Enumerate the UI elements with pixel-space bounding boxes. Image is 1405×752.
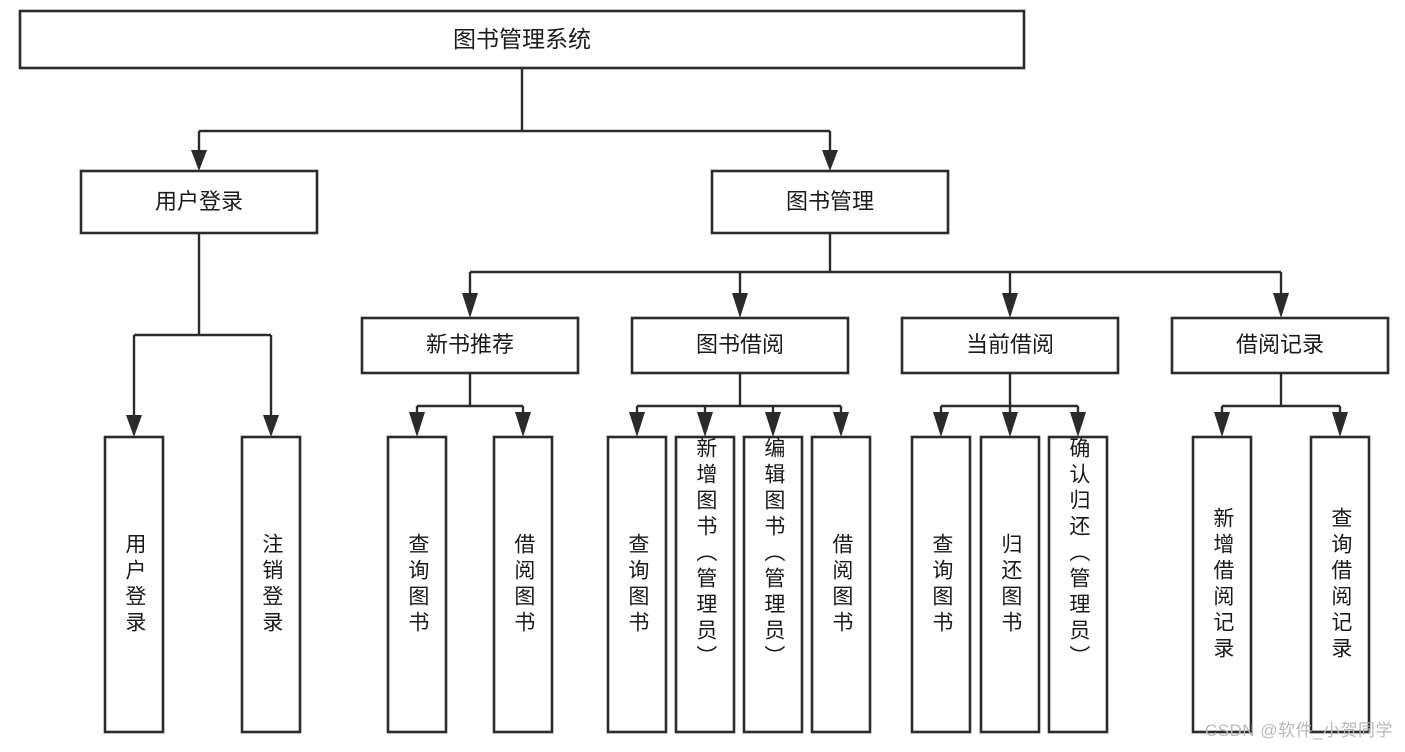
leaf-box-query-record[interactable] (1309, 435, 1371, 734)
leaf-box-add-record[interactable] (1191, 435, 1253, 734)
arrow-to-leaf-edit-book (765, 412, 781, 437)
node-new-book-recommend-label: 新书推荐 (426, 332, 514, 357)
arrow-to-records (1273, 293, 1289, 318)
arrow-to-book-mgmt (822, 150, 838, 171)
leaf-box-query-book-a[interactable] (386, 435, 448, 734)
arrow-to-user-login (191, 150, 207, 171)
connector-layer (126, 68, 1348, 437)
arrow-to-leaf-borrow-book-a (515, 412, 531, 437)
leaf-box-logout[interactable] (240, 435, 302, 734)
arrow-to-leaf-borrow-book-b (833, 412, 849, 437)
node-new-book-recommend[interactable]: 新书推荐 (360, 316, 580, 375)
arrow-to-leaf-user-login (126, 415, 142, 437)
arrow-to-leaf-add-record (1214, 412, 1230, 437)
csdn-watermark: CSDN @软件_小贺同学 (1204, 721, 1393, 740)
leaf-box-borrow-book-a[interactable] (492, 435, 554, 734)
node-book-management-label: 图书管理 (786, 189, 874, 214)
leaf-box-edit-book[interactable] (742, 435, 804, 734)
node-user-login[interactable]: 用户登录 (79, 169, 319, 235)
arrow-to-leaf-query-record (1332, 412, 1348, 437)
node-layer: 图书管理系统 用户登录 图书管理 新书推荐 图书借阅 当前 (18, 9, 1390, 734)
node-borrow-records[interactable]: 借阅记录 (1170, 316, 1390, 375)
node-book-borrow-label: 图书借阅 (696, 332, 784, 357)
leaf-box-user-login[interactable] (103, 435, 165, 734)
node-current-borrow-label: 当前借阅 (966, 332, 1054, 357)
arrow-to-leaf-confirm-return (1070, 412, 1086, 437)
node-book-borrow[interactable]: 图书借阅 (630, 316, 850, 375)
node-book-management[interactable]: 图书管理 (710, 169, 950, 235)
arrow-to-leaf-query-book-a (409, 412, 425, 437)
arrow-to-borrow (732, 293, 748, 318)
node-root-label: 图书管理系统 (453, 26, 591, 52)
node-root-book-management-system[interactable]: 图书管理系统 (18, 9, 1026, 70)
arrow-to-leaf-add-book (697, 412, 713, 437)
arrow-to-leaf-query-book-c (933, 412, 949, 437)
arrow-to-leaf-return-book (1002, 412, 1018, 437)
leaf-box-query-book-c[interactable] (910, 435, 972, 734)
arrow-to-leaf-query-book-b (629, 412, 645, 437)
leaf-box-query-book-b[interactable] (606, 435, 668, 734)
node-borrow-records-label: 借阅记录 (1236, 332, 1324, 357)
arrow-to-new-book (462, 293, 478, 318)
arrow-to-leaf-logout (263, 415, 279, 437)
leaf-box-add-book[interactable] (674, 435, 736, 734)
leaf-box-confirm-return[interactable] (1047, 435, 1109, 734)
leaf-box-borrow-book-b[interactable] (810, 435, 872, 734)
leaf-box-return-book[interactable] (979, 435, 1041, 734)
node-current-borrow[interactable]: 当前借阅 (900, 316, 1120, 375)
node-user-login-label: 用户登录 (155, 189, 243, 214)
arrow-to-current (1002, 293, 1018, 318)
